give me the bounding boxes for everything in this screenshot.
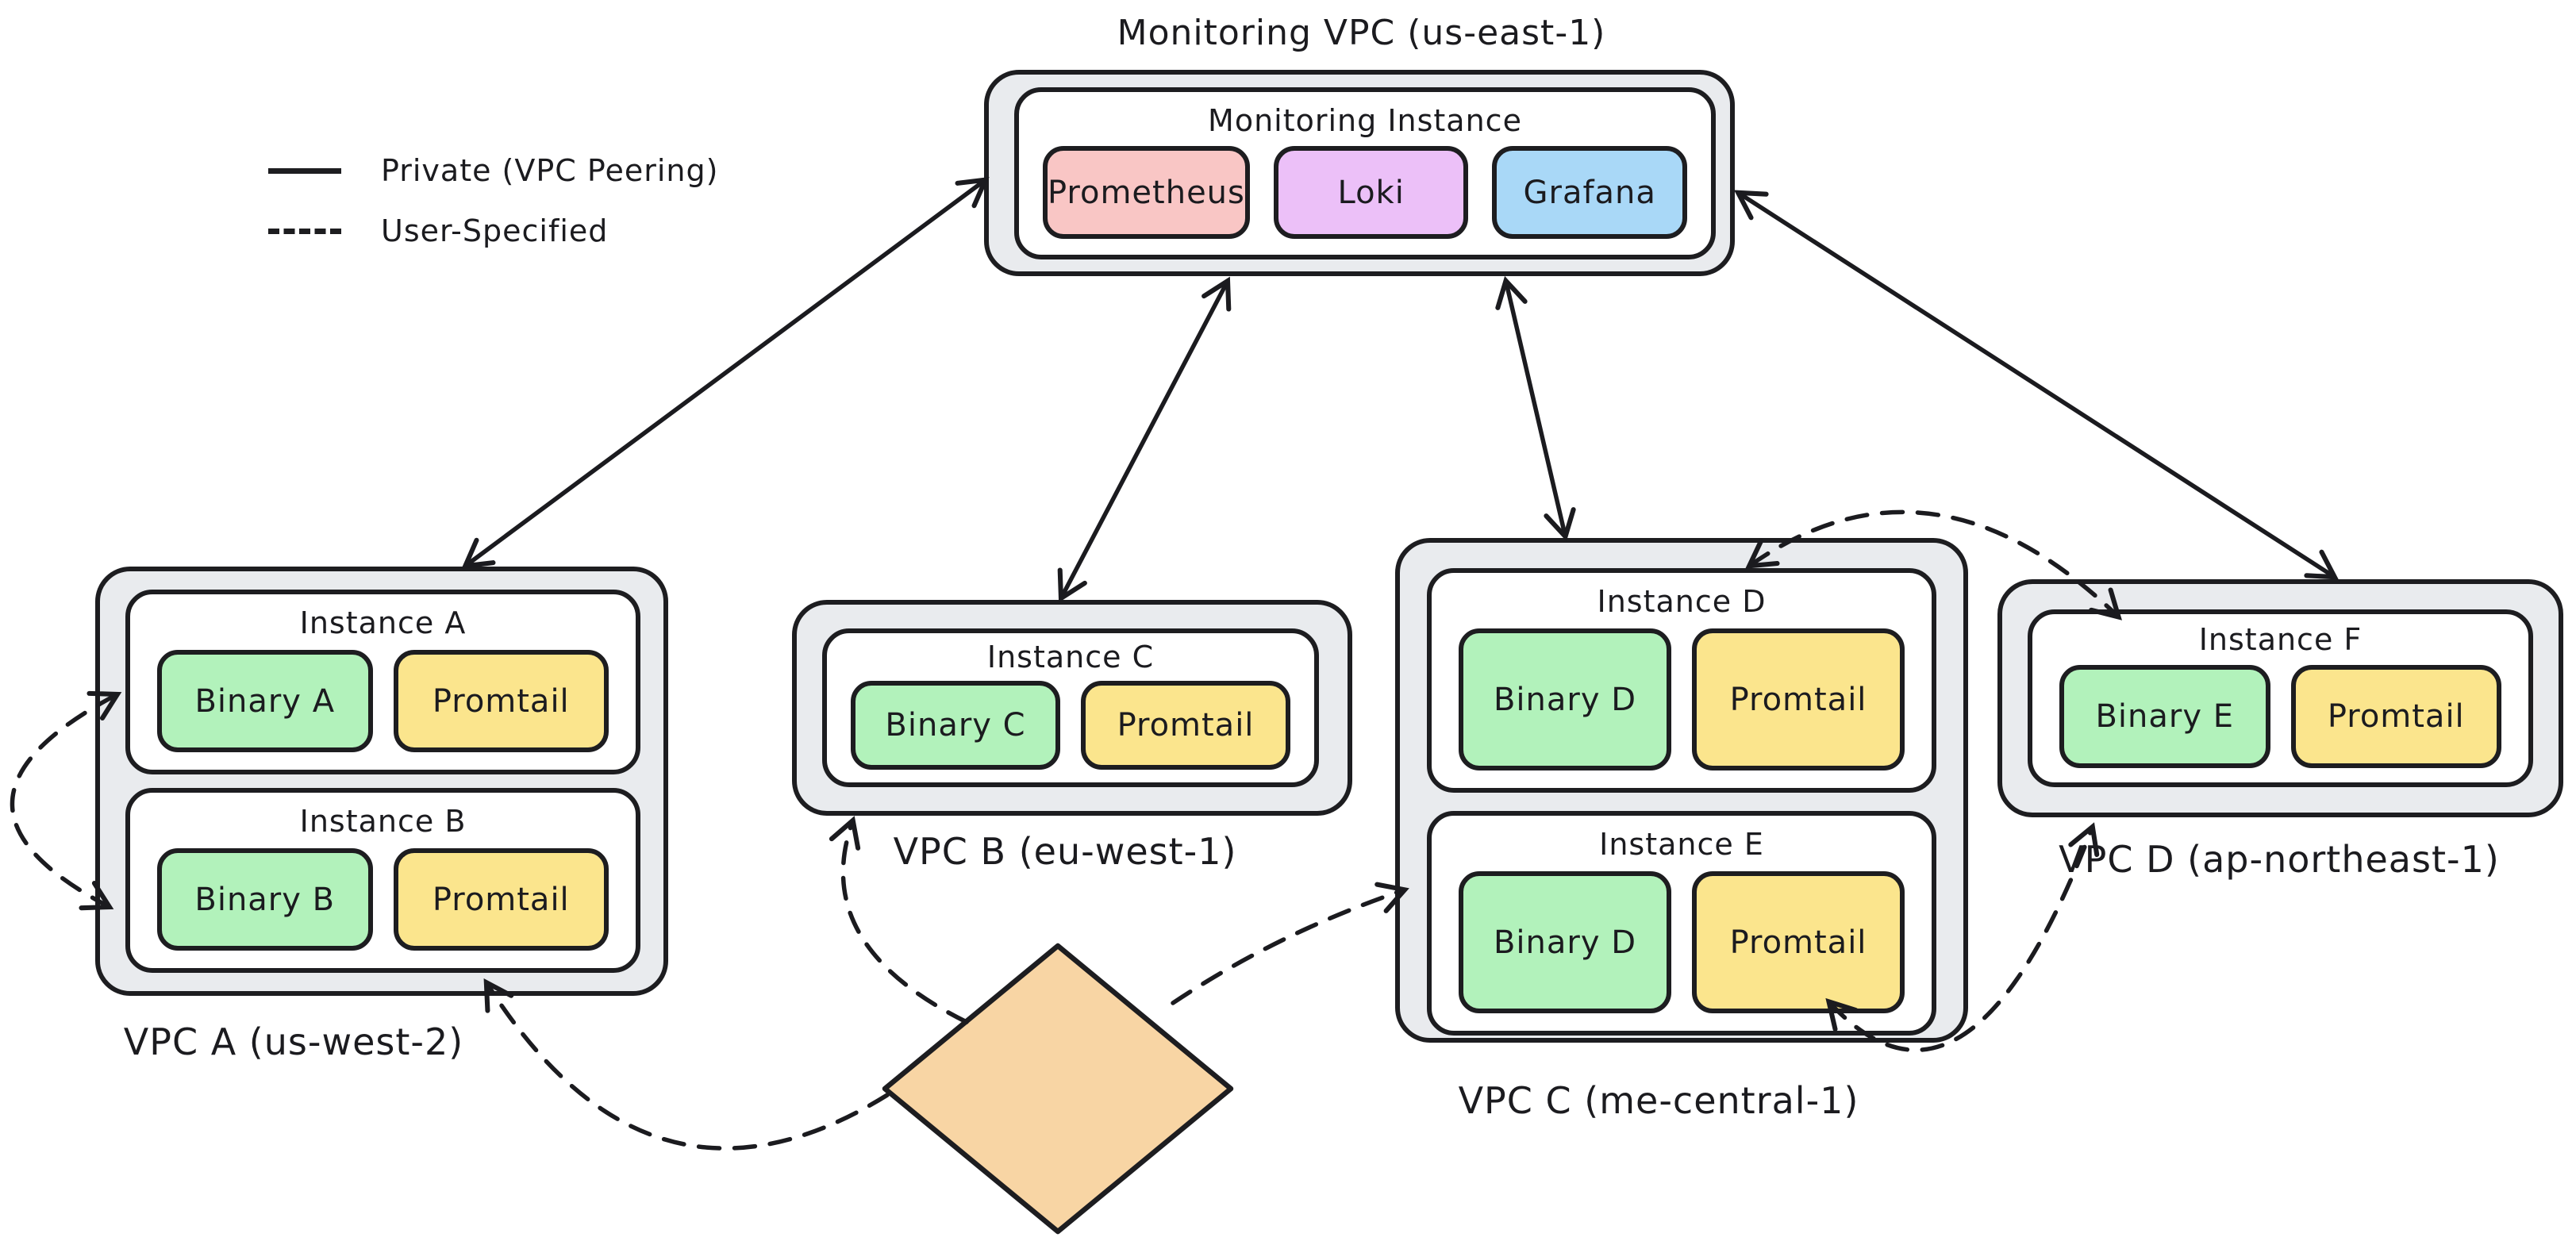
promtail-chip: Promtail <box>393 650 609 752</box>
instance-c-row: Binary C Promtail <box>827 674 1314 782</box>
binary-b-chip: Binary B <box>157 848 373 951</box>
instance-a-title: Instance A <box>299 605 467 640</box>
page-title: Monitoring VPC (us-east-1) <box>1117 13 1606 53</box>
vpc-a-label: VPC A (us-west-2) <box>123 1020 464 1063</box>
binary-d-chip: Binary D <box>1459 628 1671 770</box>
instance-d-row: Binary D Promtail <box>1432 619 1932 788</box>
monitoring-services-row: Prometheus Loki Grafana <box>1019 138 1711 255</box>
arrow-external-vpc-c <box>1171 882 1409 1005</box>
solid-line-icon <box>268 167 341 174</box>
instance-f-title: Instance F <box>2198 622 2363 657</box>
promtail-chip: Promtail <box>1692 628 1905 770</box>
legend-item-user-specified: User-Specified <box>268 213 718 249</box>
arrow-monitoring-vpc-c <box>1495 275 1576 542</box>
legend: Private (VPC Peering) User-Specified <box>268 152 718 249</box>
instance-b-row: Binary B Promtail <box>130 839 636 968</box>
binary-c-chip: Binary C <box>851 681 1060 770</box>
prometheus-chip: Prometheus <box>1043 146 1250 239</box>
dashed-line-icon <box>268 228 341 234</box>
external-service-label: External Service <box>899 1046 1217 1139</box>
binary-a-chip: Binary A <box>157 650 373 752</box>
instance-d-title: Instance D <box>1597 584 1767 619</box>
legend-item-private: Private (VPC Peering) <box>268 152 718 189</box>
promtail-chip: Promtail <box>1081 681 1290 770</box>
vpc-c-label: VPC C (me-central-1) <box>1458 1079 1859 1122</box>
external-service-line1: External <box>992 1051 1124 1086</box>
promtail-chip: Promtail <box>1692 871 1905 1013</box>
promtail-chip: Promtail <box>393 848 609 951</box>
binary-d-chip: Binary D <box>1459 871 1671 1013</box>
instance-b-title: Instance B <box>299 804 467 839</box>
monitoring-instance-title: Monitoring Instance <box>1208 103 1522 138</box>
instance-b-box: Instance B Binary B Promtail <box>125 788 640 973</box>
legend-user-specified-label: User-Specified <box>381 213 609 248</box>
instance-c-title: Instance C <box>986 640 1155 674</box>
instance-a-box: Instance A Binary A Promtail <box>125 590 640 774</box>
vpc-d-label: VPC D (ap-northeast-1) <box>2059 838 2500 881</box>
monitoring-instance-box: Monitoring Instance Prometheus Loki Graf… <box>1014 87 1716 259</box>
instance-f-box: Instance F Binary E Promtail <box>2028 609 2533 787</box>
loki-chip: Loki <box>1273 146 1469 239</box>
instance-c-box: Instance C Binary C Promtail <box>822 628 1319 787</box>
vpc-b-label: VPC B (eu-west-1) <box>893 830 1237 873</box>
legend-private-label: Private (VPC Peering) <box>381 153 719 188</box>
arrow-external-vpc-a <box>483 978 890 1151</box>
external-service-line2: Service <box>999 1097 1117 1133</box>
instance-d-box: Instance D Binary D Promtail <box>1427 568 1936 793</box>
grafana-chip: Grafana <box>1492 146 1687 239</box>
instance-e-title: Instance E <box>1599 827 1764 862</box>
instance-e-box: Instance E Binary D Promtail <box>1427 811 1936 1036</box>
instance-f-row: Binary E Promtail <box>2032 657 2528 782</box>
instance-e-row: Binary D Promtail <box>1432 862 1932 1031</box>
arrow-monitoring-vpc-b <box>1057 276 1232 603</box>
arrow-monitoring-vpc-d <box>1734 190 2339 580</box>
promtail-chip: Promtail <box>2290 665 2501 768</box>
binary-e-chip: Binary E <box>2059 665 2270 768</box>
instance-a-row: Binary A Promtail <box>130 640 636 770</box>
